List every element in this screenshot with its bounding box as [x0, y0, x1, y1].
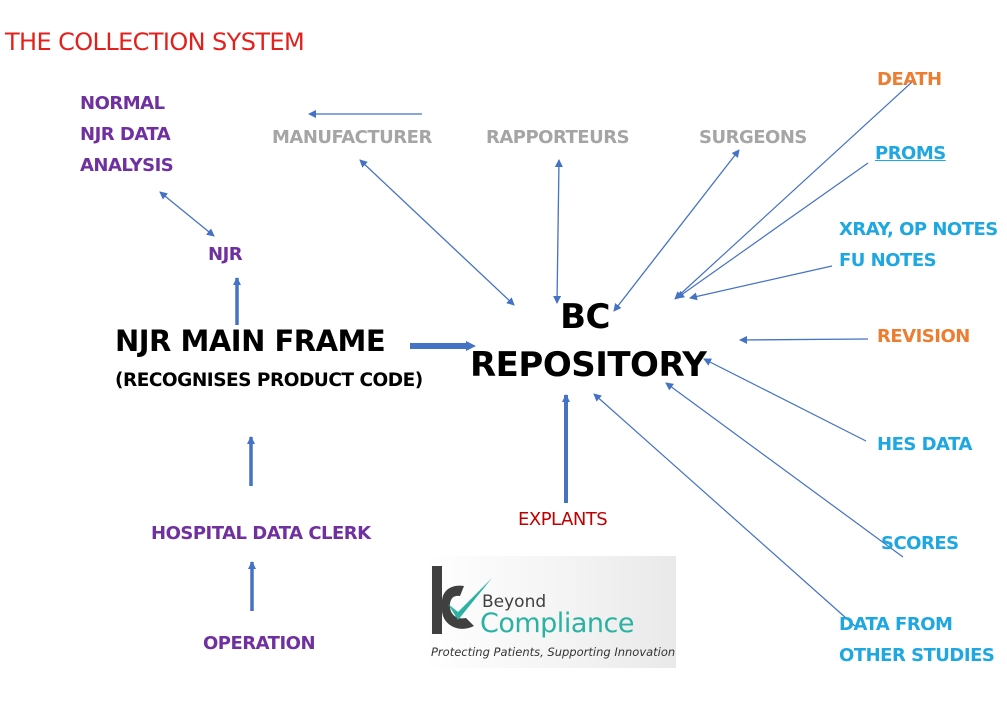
- hospital-data-clerk-label: HOSPITAL DATA CLERK: [151, 523, 371, 544]
- beyond-compliance-logo: Beyond Compliance Protecting Patients, S…: [424, 556, 676, 668]
- scores-label: SCORES: [881, 533, 959, 554]
- xray-op-notes-line: XRAY, OP NOTES: [839, 219, 998, 240]
- arrow-revision-bc: [739, 335, 869, 344]
- arrow-manufacturer-bc: [359, 159, 515, 306]
- bc-logo-mark-icon: [432, 566, 492, 634]
- logo-compliance-text: Compliance: [480, 608, 634, 639]
- manufacturer-label: MANUFACTURER: [272, 127, 432, 148]
- bc-line: BC: [560, 297, 610, 337]
- arrow-other-studies-bc: [593, 393, 856, 627]
- arrow-hes-bc: [703, 358, 867, 442]
- hes-data-label: HES DATA: [877, 434, 972, 455]
- arrow-xray-bc: [689, 265, 833, 301]
- analysis-line: ANALYSIS: [80, 155, 174, 176]
- other-studies-line: OTHER STUDIES: [839, 645, 995, 666]
- njr-main-frame-label: NJR MAIN FRAME: [115, 324, 386, 358]
- repository-line: REPOSITORY: [470, 345, 707, 385]
- logo-beyond-text: Beyond: [482, 592, 547, 612]
- njr-data-line: NJR DATA: [80, 124, 171, 145]
- data-from-other-studies-label: DATA FROM OTHER STUDIES: [839, 609, 995, 671]
- arrow-rapporteurs-bc: [553, 159, 563, 304]
- data-from-line: DATA FROM: [839, 614, 953, 635]
- explants-label: EXPLANTS: [518, 509, 608, 530]
- rapporteurs-label: RAPPORTEURS: [486, 127, 630, 148]
- njr-main-frame-sub-label: (RECOGNISES PRODUCT CODE): [115, 370, 423, 391]
- operation-label: OPERATION: [203, 633, 316, 654]
- njr-label: NJR: [208, 244, 243, 265]
- surgeons-label: SURGEONS: [699, 127, 807, 148]
- xray-op-fu-notes-label: XRAY, OP NOTES FU NOTES: [839, 214, 998, 276]
- arrow-surgeons-bc: [613, 149, 740, 312]
- arrow-scores-bc: [665, 382, 904, 558]
- fu-notes-line: FU NOTES: [839, 250, 937, 271]
- normal-line: NORMAL: [80, 93, 165, 114]
- arrow-death-bc: [674, 81, 913, 300]
- revision-label: REVISION: [877, 326, 970, 347]
- death-label: DEATH: [877, 69, 942, 90]
- arrow-proms-bc: [676, 162, 869, 299]
- logo-tagline: Protecting Patients, Supporting Innovati…: [431, 645, 676, 659]
- bc-repository-label: BC REPOSITORY: [470, 293, 707, 389]
- proms-link[interactable]: PROMS: [875, 143, 946, 164]
- arrow-normal-njr: [159, 191, 215, 237]
- normal-njr-data-analysis-label: NORMAL NJR DATA ANALYSIS: [80, 88, 174, 181]
- diagram-title: THE COLLECTION SYSTEM: [5, 28, 305, 56]
